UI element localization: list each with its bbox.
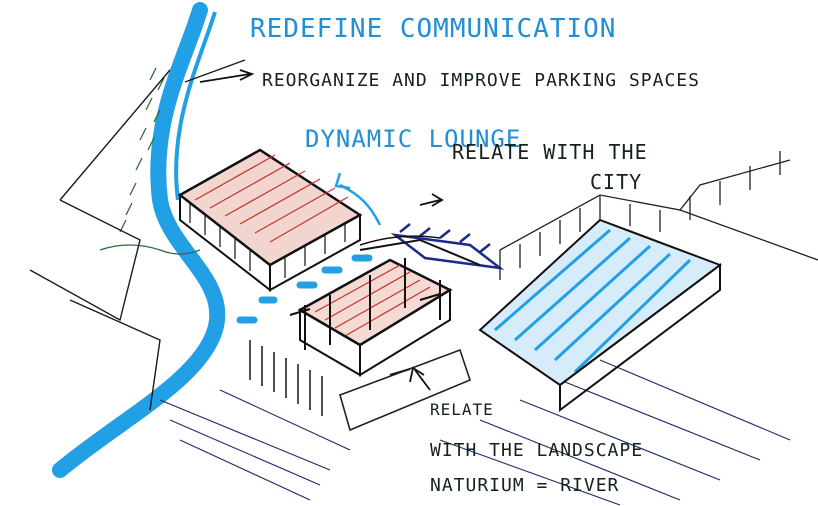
label-relate-landscape-3: NATURIUM = RIVER (430, 475, 620, 496)
label-relate-city-2: CITY (590, 170, 643, 194)
building-left (177, 148, 363, 293)
label-redefine-communication: REDEFINE COMMUNICATION (250, 14, 617, 44)
label-parking: REORGANIZE AND IMPROVE PARKING SPACES (262, 70, 700, 91)
right-wall (499, 151, 818, 280)
arrows (199, 69, 444, 391)
site-lines (29, 59, 246, 411)
river-edge (174, 11, 217, 201)
building-center (289, 238, 481, 377)
river (52, 2, 226, 478)
grass-hatching (99, 67, 201, 255)
label-dynamic-lounge: DYNAMIC LOUNGE (305, 125, 522, 153)
lounge-arrow (334, 172, 382, 226)
ground-hatching (159, 359, 791, 506)
building-right (478, 218, 723, 412)
blue-dashes (236, 254, 373, 324)
label-relate-landscape-2: WITH THE LANDSCAPE (430, 440, 644, 461)
label-relate-landscape-1: RELATE (430, 400, 494, 419)
label-relate-city-1: RELATE WITH THE (452, 140, 648, 164)
dark-hatching (249, 340, 471, 432)
